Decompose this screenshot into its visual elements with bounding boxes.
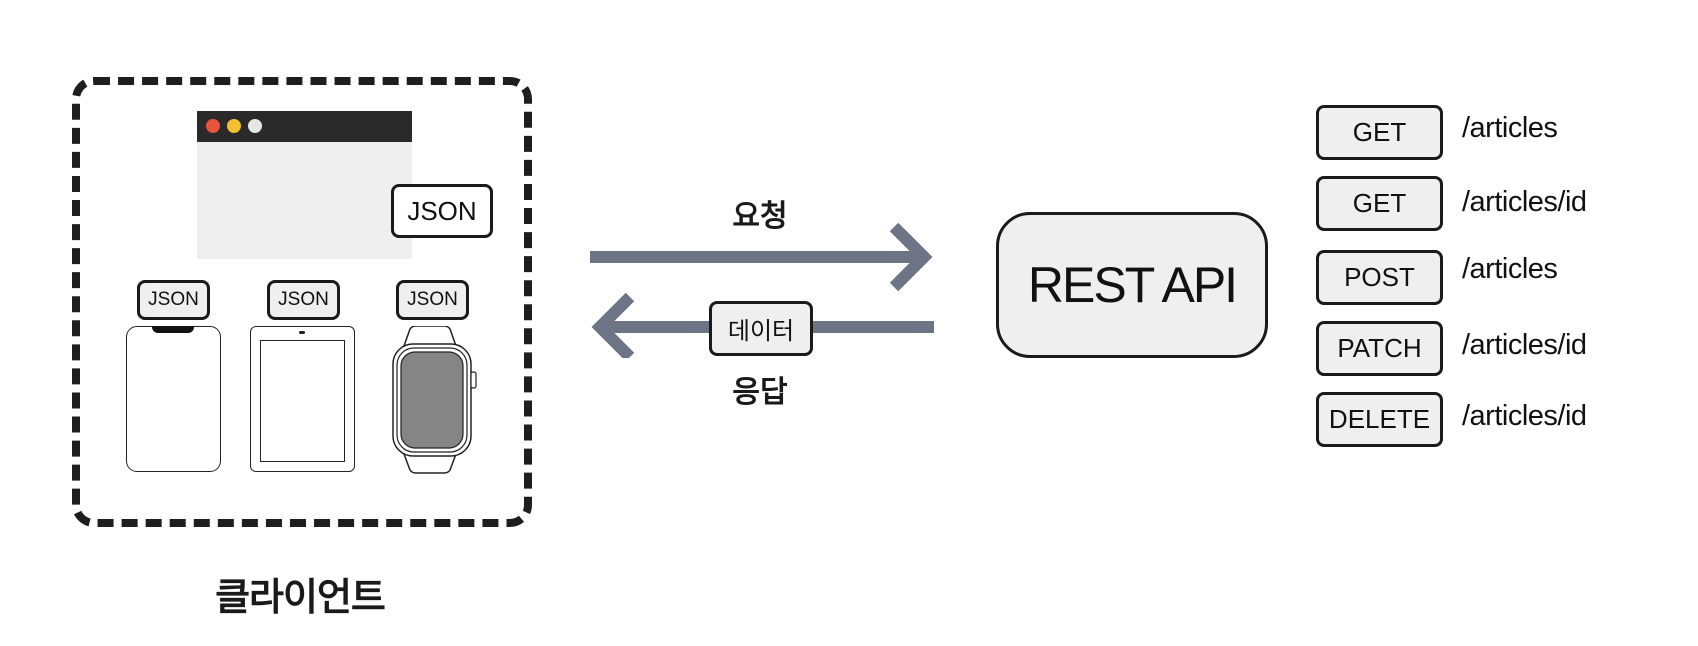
close-dot-icon [206,119,220,133]
smartphone-icon [126,326,221,472]
endpoint-path: /articles [1462,112,1558,144]
phone-notch [152,326,194,333]
request-label: 요청 [732,199,788,234]
client-label: 클라이언트 [215,575,386,619]
browser-window-icon [197,111,412,259]
method-badge-delete: DELETE [1316,392,1443,447]
method-badge-post: POST [1316,250,1443,305]
endpoint-path: /articles [1462,253,1558,285]
browser-json-badge: JSON [391,184,493,238]
method-badge-get: GET [1316,176,1443,231]
minimize-dot-icon [227,119,241,133]
browser-title-bar [197,111,412,142]
endpoint-path: /articles/id [1462,400,1587,432]
method-badge-patch: PATCH [1316,321,1443,376]
method-badge-get: GET [1316,105,1443,160]
endpoint-path: /articles/id [1462,329,1587,361]
tablet-camera [299,331,305,334]
tablet-json-badge: JSON [267,280,340,320]
watch-screen [400,351,464,449]
phone-json-badge: JSON [137,280,210,320]
request-response-arrows [590,222,934,358]
tablet-screen [260,340,345,462]
request-arrowhead-icon [889,222,933,292]
endpoint-path: /articles/id [1462,186,1587,218]
smartwatch-icon [392,326,477,474]
response-arrowhead-icon [591,292,635,358]
response-label: 응답 [732,375,788,410]
watch-json-badge: JSON [396,280,469,320]
client-group-frame [72,77,532,527]
maximize-dot-icon [248,119,262,133]
data-payload-badge: 데이터 [709,301,813,356]
rest-api-box: REST API [996,212,1268,358]
